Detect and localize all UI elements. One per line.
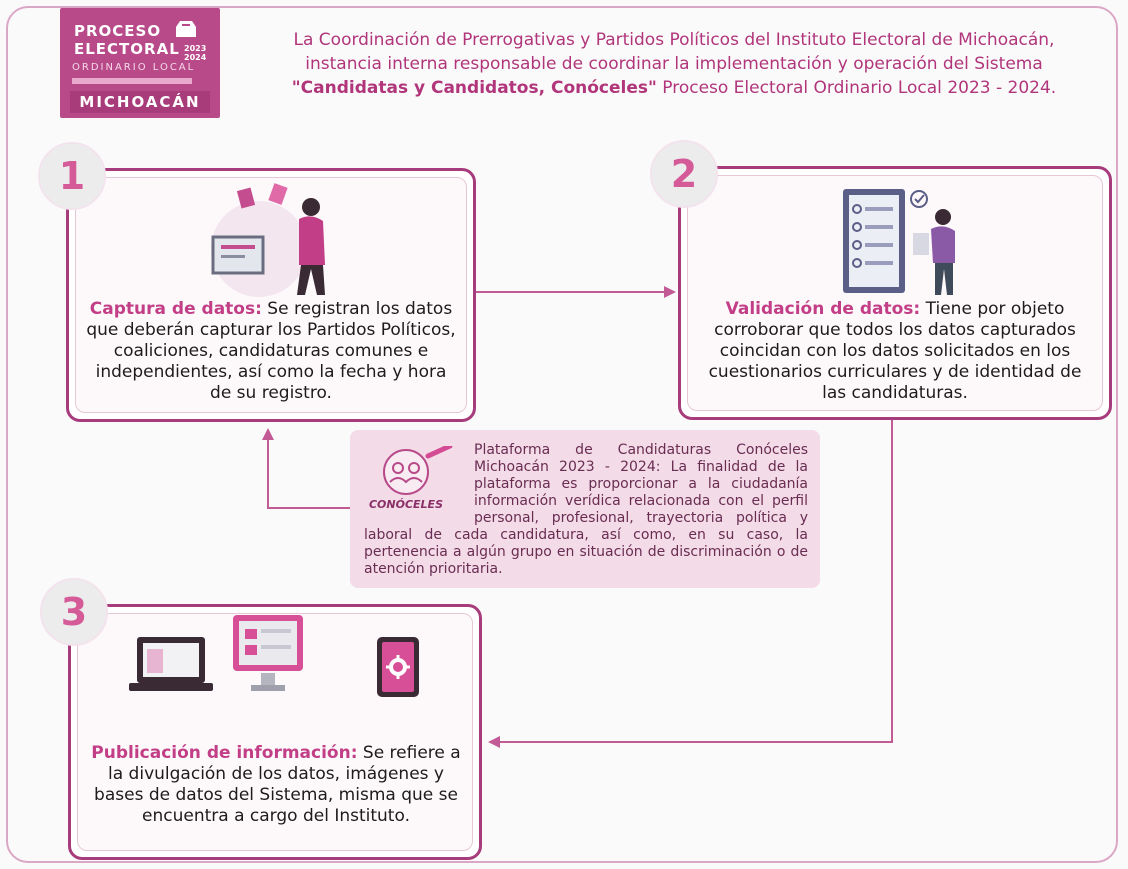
header-line2: instancia interna responsable de coordin… <box>305 54 1043 74</box>
step-3-card: Publicación de información: Se refiere a… <box>68 604 482 860</box>
smartphone-gear-icon <box>377 637 419 697</box>
laptop-icon <box>129 637 213 691</box>
header-system-name: "Candidatas y Candidatos, Conóceles" <box>291 78 657 98</box>
step-3-description: Se refiere a la divulgación de los datos… <box>94 743 461 826</box>
step-1-card: Captura de datos: Se registran los datos… <box>66 168 476 422</box>
monitor-icon <box>233 615 303 691</box>
arrow-2-to-3 <box>498 418 893 743</box>
logo-line4: MICHOACÁN <box>70 91 210 113</box>
arrow-2-to-3-head <box>488 736 500 748</box>
step-1-text: Captura de datos: Se registran los datos… <box>83 299 459 404</box>
step-2-card: Validación de datos: Tiene por objeto co… <box>678 166 1112 420</box>
logo-year-top: 2023 <box>184 44 207 53</box>
platform-box: CONÓCELES Plataforma de Candidaturas Con… <box>350 430 820 588</box>
logo-line1: PROCESO <box>74 22 162 40</box>
step-2-description: Tiene por objeto corroborar que todos lo… <box>708 299 1082 403</box>
header-line3: "Candidatas y Candidatos, Conóceles" Pro… <box>238 76 1110 100</box>
step-2-title: Validación de datos: <box>725 299 921 319</box>
platform-logo-spacer <box>364 442 474 512</box>
logo-line3: ORDINARIO LOCAL <box>72 62 196 73</box>
logo-stripe <box>72 78 192 84</box>
step-1-description: Se registran los datos que deberán captu… <box>86 299 456 403</box>
logo-year-bottom: 2024 <box>184 53 207 62</box>
header-line1: La Coordinación de Prerrogativas y Parti… <box>293 30 1055 50</box>
page-frame <box>6 6 1118 863</box>
step-3-number: 3 <box>40 578 108 646</box>
arrow-platform-to-1-head <box>262 428 274 440</box>
header-text: La Coordinación de Prerrogativas y Parti… <box>238 28 1110 100</box>
step-3-title: Publicación de información: <box>91 743 358 763</box>
platform-text: Plataforma de Candidaturas Conóceles Mic… <box>364 442 808 577</box>
step-3-text: Publicación de información: Se refiere a… <box>91 743 461 827</box>
arrow-platform-to-1 <box>267 438 360 509</box>
step-1-title: Captura de datos: <box>89 299 262 319</box>
arrow-1-to-2-head <box>664 286 676 298</box>
step-2-text: Validación de datos: Tiene por objeto co… <box>695 299 1095 404</box>
ballot-box-icon <box>176 21 196 37</box>
woman-with-documents-illustration <box>211 183 325 297</box>
conoceles-logo-icon: CONÓCELES <box>369 446 453 511</box>
step-2-number: 2 <box>650 140 718 208</box>
checklist-illustration <box>843 189 955 295</box>
logo-line2: ELECTORAL <box>74 40 180 58</box>
step-1-number: 1 <box>38 142 106 210</box>
header-line3-rest: Proceso Electoral Ordinario Local 2023 -… <box>656 78 1057 98</box>
conoceles-logo-text: CONÓCELES <box>369 498 443 511</box>
